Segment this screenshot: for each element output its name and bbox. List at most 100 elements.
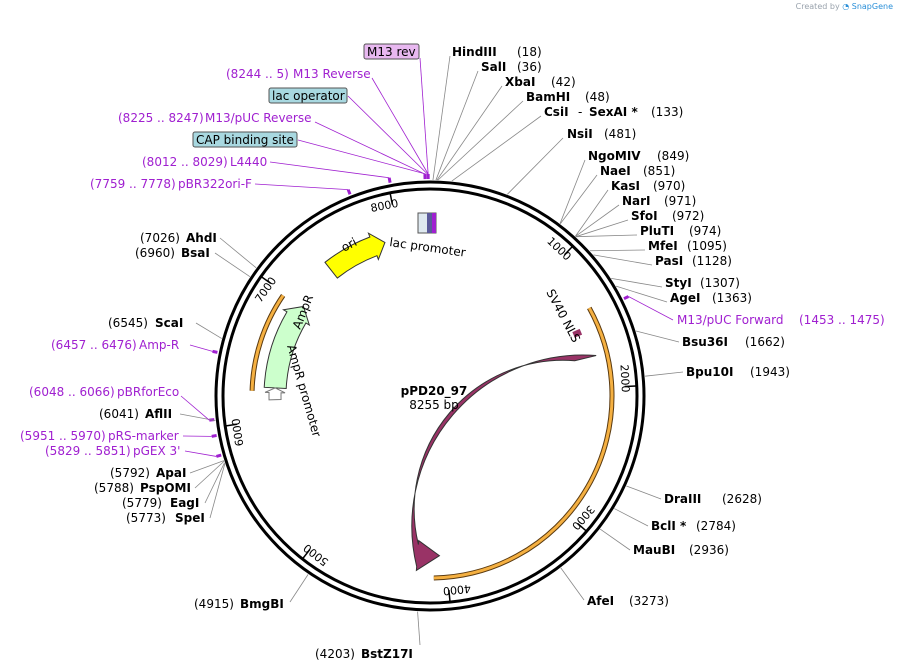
enzyme-kasi: KasI — [611, 179, 640, 193]
connector-enzyme-13 — [593, 254, 653, 266]
enzyme-sfoi-pos: (972) — [672, 209, 704, 223]
connector-primer-6 — [254, 183, 349, 191]
connector-enzyme-18 — [626, 485, 662, 500]
connector-enzyme-12 — [589, 249, 646, 252]
lac-operator-label: lac operator — [272, 89, 345, 103]
ampr-promoter-label: AmpR promoter — [284, 343, 324, 439]
primer-pgex: pGEX 3' — [133, 444, 180, 458]
enzyme-bpu10i-pos: (1943) — [750, 365, 790, 379]
enzyme-scai: ScaI — [155, 316, 183, 330]
connector-enzyme-31 — [219, 237, 257, 269]
connector-enzyme-0 — [432, 55, 451, 181]
enzyme-sfoi: SfoI — [631, 209, 658, 223]
enzyme-eagi-pos: (5779) — [122, 496, 162, 510]
primer-m13-reverse-range: (8244 .. 5) — [226, 67, 289, 81]
ampr-orf-arc — [250, 294, 285, 391]
connector-primer-10 — [184, 450, 217, 457]
tick-5000 — [301, 549, 311, 560]
enzyme-bamhi: BamHI — [526, 90, 570, 104]
ampr-promoter-arrow — [264, 387, 286, 401]
primer-pbr322: pBR322ori-F — [178, 177, 252, 191]
enzyme-sexai-pos: (133) — [651, 105, 683, 119]
connector-enzyme-11 — [575, 234, 638, 238]
enzyme-styi-pos: (1307) — [700, 276, 740, 290]
enzyme-mfei-pos: (1095) — [687, 239, 727, 253]
m13rev-box — [363, 43, 420, 60]
tick-7000 — [260, 275, 272, 285]
primer-pbrforeco-range: (6048 .. 6066) — [29, 385, 115, 399]
enzyme-pspomi: PspOMI — [140, 481, 191, 495]
ori-label: ori — [339, 235, 359, 255]
sv40-label: SV40 NLS — [543, 287, 583, 345]
enzyme-csii-sep: - — [578, 105, 582, 119]
connector-lines — [179, 55, 684, 646]
enzyme-bsu36i-pos: (1662) — [745, 335, 785, 349]
tick-label-6000: 6000 — [229, 417, 246, 447]
enzyme-ahdi-pos: (7026) — [140, 231, 180, 245]
enzyme-agei: AgeI — [670, 291, 700, 305]
tick-label-1000: 1000 — [544, 235, 573, 264]
connector-enzyme-17 — [645, 371, 684, 377]
enzyme-bmgbi: BmgBI — [240, 597, 284, 611]
enzyme-xbai: XbaI — [505, 75, 535, 89]
enzyme-bsai-pos: (6960) — [135, 246, 175, 260]
tick-2000 — [624, 385, 637, 388]
connector-enzyme-22 — [417, 611, 421, 646]
tick-label-7000: 7000 — [252, 275, 279, 305]
connector-enzyme-25 — [204, 462, 225, 504]
backbone-inner — [221, 187, 639, 605]
connector-enzyme-19 — [614, 508, 649, 527]
enzyme-nari: NarI — [622, 194, 651, 208]
cap-box — [192, 131, 298, 148]
enzyme-pspomi-pos: (5788) — [94, 481, 134, 495]
primer-mark-pgex — [215, 453, 222, 458]
connector-enzyme-20 — [599, 528, 631, 551]
enzyme-scai-pos: (6545) — [108, 316, 148, 330]
enzyme-pluti: PluTI — [640, 224, 674, 238]
connector-primer-4 — [297, 139, 426, 175]
connector-enzyme-8 — [575, 189, 609, 237]
enzyme-bpu10i: Bpu10I — [686, 365, 733, 379]
connector-enzyme-24 — [209, 463, 226, 519]
enzyme-ngomiv: NgoMIV — [588, 149, 641, 163]
primer-ampr: Amp-R — [139, 338, 179, 352]
credit-brand: SnapGene — [851, 2, 893, 11]
enzyme-maubi: MauBI — [633, 543, 675, 557]
primer-m13-reverse: M13 Reverse — [293, 67, 371, 81]
connector-enzyme-7 — [560, 174, 598, 224]
lac-promoter-label: lac promoter — [389, 235, 467, 260]
enzyme-sexai: SexAI * — [589, 105, 638, 119]
tick-label-8000: 8000 — [369, 197, 399, 215]
connector-primer-3 — [314, 121, 426, 175]
enzyme-csii: CsiI — [544, 105, 569, 119]
enzyme-spei: SpeI — [175, 511, 205, 525]
enzyme-styi: StyI — [665, 276, 692, 290]
enzyme-mfei: MfeI — [648, 239, 678, 253]
tick-label-2000: 2000 — [618, 364, 632, 393]
enzyme-bsai: BsaI — [181, 246, 210, 260]
lacz-arrow — [411, 354, 597, 572]
primer-m13puc-forward: M13/pUC Forward — [677, 313, 784, 327]
primer-pbrforeco: pBRforEco — [117, 385, 179, 399]
primer-mark-m13puc-forward — [623, 295, 630, 301]
features — [209, 173, 630, 581]
connector-enzyme-5 — [507, 137, 564, 195]
enzyme-naei: NaeI — [600, 164, 631, 178]
sv40-nls-block — [572, 328, 583, 338]
connector-enzyme-28 — [179, 413, 216, 422]
enzyme-xbai-pos: (42) — [551, 75, 576, 89]
connector-primer-0 — [419, 57, 429, 175]
ampr-arrow — [263, 305, 311, 389]
enzyme-eagi: EagI — [170, 496, 199, 510]
tick-label-5000: 5000 — [301, 541, 331, 568]
primer-ampr-range: (6457 .. 6476) — [51, 338, 137, 352]
enzyme-hindiii: HindIII — [452, 45, 497, 59]
primer-mark-pbr322 — [346, 189, 352, 195]
primer-mark-ampr — [212, 349, 218, 354]
primer-l4440: L4440 — [230, 155, 267, 169]
connector-enzyme-16 — [635, 330, 680, 343]
m13-primer-block — [432, 213, 436, 233]
enzyme-bstz17i-pos: (4203) — [315, 647, 355, 661]
enzyme-hindiii-pos: (18) — [517, 45, 542, 59]
primer-m13puc-forward-range: (1453 .. 1475) — [799, 313, 885, 327]
